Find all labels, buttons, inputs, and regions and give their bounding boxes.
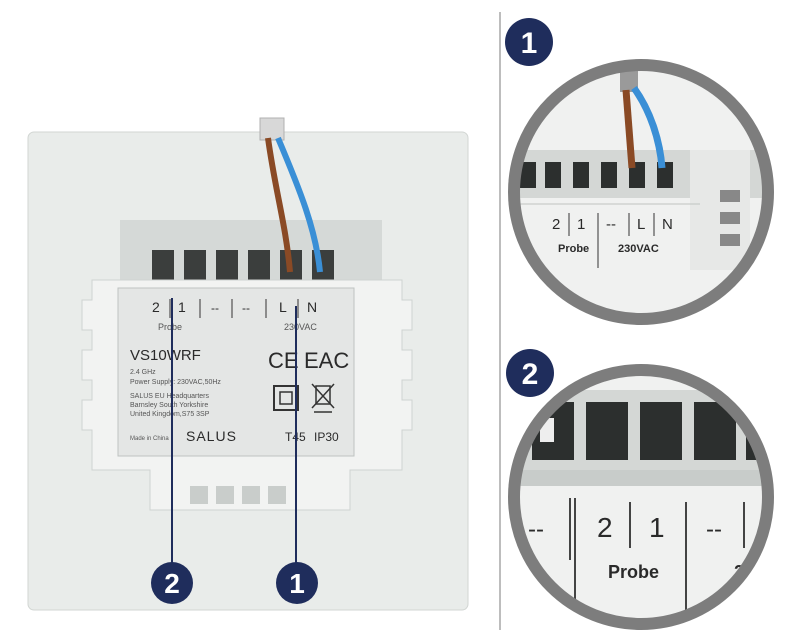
label-col-l: L [279, 299, 287, 315]
zoom2-col-dash1: -- [528, 516, 544, 543]
label-voltage: 230VAC [284, 322, 317, 332]
svg-text:2: 2 [522, 358, 539, 391]
blue-wire [275, 136, 323, 273]
zoom1-terminal-slots [520, 162, 673, 188]
eac-mark: EAC [304, 348, 349, 373]
brown-wire [265, 137, 293, 273]
label-col-1: 1 [178, 299, 186, 315]
label-model: VS10WRF [130, 347, 201, 364]
zoom1-col-1: 1 [577, 216, 585, 233]
thermostat-device-photo: 2 1 -- -- L N Probe 230VAC VS10WRF 2.4 G… [27, 117, 469, 611]
label-hq-line3: United Kingdom,S75 3SP [130, 411, 210, 418]
zoom1-blue-wire [631, 85, 666, 169]
zoom2-col-1: 1 [649, 512, 665, 543]
label-hq-line1: SALUS EU Headquarters [130, 393, 209, 400]
vent-slots [190, 486, 286, 504]
ce-mark: CE [268, 348, 299, 373]
zoom-detail-2: -- 2 1 -- Probe 2 2 [506, 349, 774, 630]
zoom1-col-n: N [662, 216, 673, 233]
label-col-dash1: -- [211, 301, 219, 315]
label-col-2: 2 [152, 299, 160, 315]
label-col-dash2: -- [242, 301, 250, 315]
callout-badge-2-left: 2 [151, 562, 193, 604]
weee-bin-icon [311, 383, 335, 413]
label-terminal-row: 2 1 -- -- L N Probe 230VAC [152, 299, 317, 332]
brand-logo: SALUS [186, 428, 237, 444]
zoom-detail-1: 2 1 -- L N Probe 230VAC 1 [505, 18, 774, 325]
zoom1-voltage: 230VAC [618, 243, 659, 255]
callout-badge-1-left: 1 [276, 562, 318, 604]
zoom2-col-dash2: -- [706, 516, 722, 543]
svg-text:1: 1 [521, 27, 538, 60]
svg-text:2: 2 [164, 568, 180, 599]
zoom2-probe: Probe [608, 562, 659, 582]
zoom1-brown-wire [622, 89, 636, 169]
zoom1-col-l: L [637, 216, 645, 233]
zoom2-ring [508, 364, 774, 630]
double-insulation-icon [273, 385, 299, 411]
device-label [117, 287, 355, 457]
zoom1-col-dash: -- [606, 216, 616, 233]
label-made-in: Made in China [130, 436, 169, 442]
svg-text:1: 1 [289, 568, 305, 599]
cable-sheath [259, 117, 285, 141]
zoom2-col-2: 2 [597, 512, 613, 543]
callout-badge-1-zoom: 1 [505, 18, 553, 66]
zoom1-ring [508, 59, 774, 325]
zoom1-col-2: 2 [552, 216, 560, 233]
label-probe: Probe [158, 322, 182, 332]
callout-badge-2-zoom: 2 [506, 349, 554, 397]
label-frequency: 2.4 GHz [130, 369, 156, 376]
zoom1-probe: Probe [558, 243, 589, 255]
label-ip-rating: IP30 [314, 430, 339, 444]
label-col-n: N [307, 299, 317, 315]
label-hq-line2: Barnsley South Yorkshire [130, 402, 208, 409]
label-power-supply: Power Supply: 230VAC,50Hz [130, 379, 221, 386]
